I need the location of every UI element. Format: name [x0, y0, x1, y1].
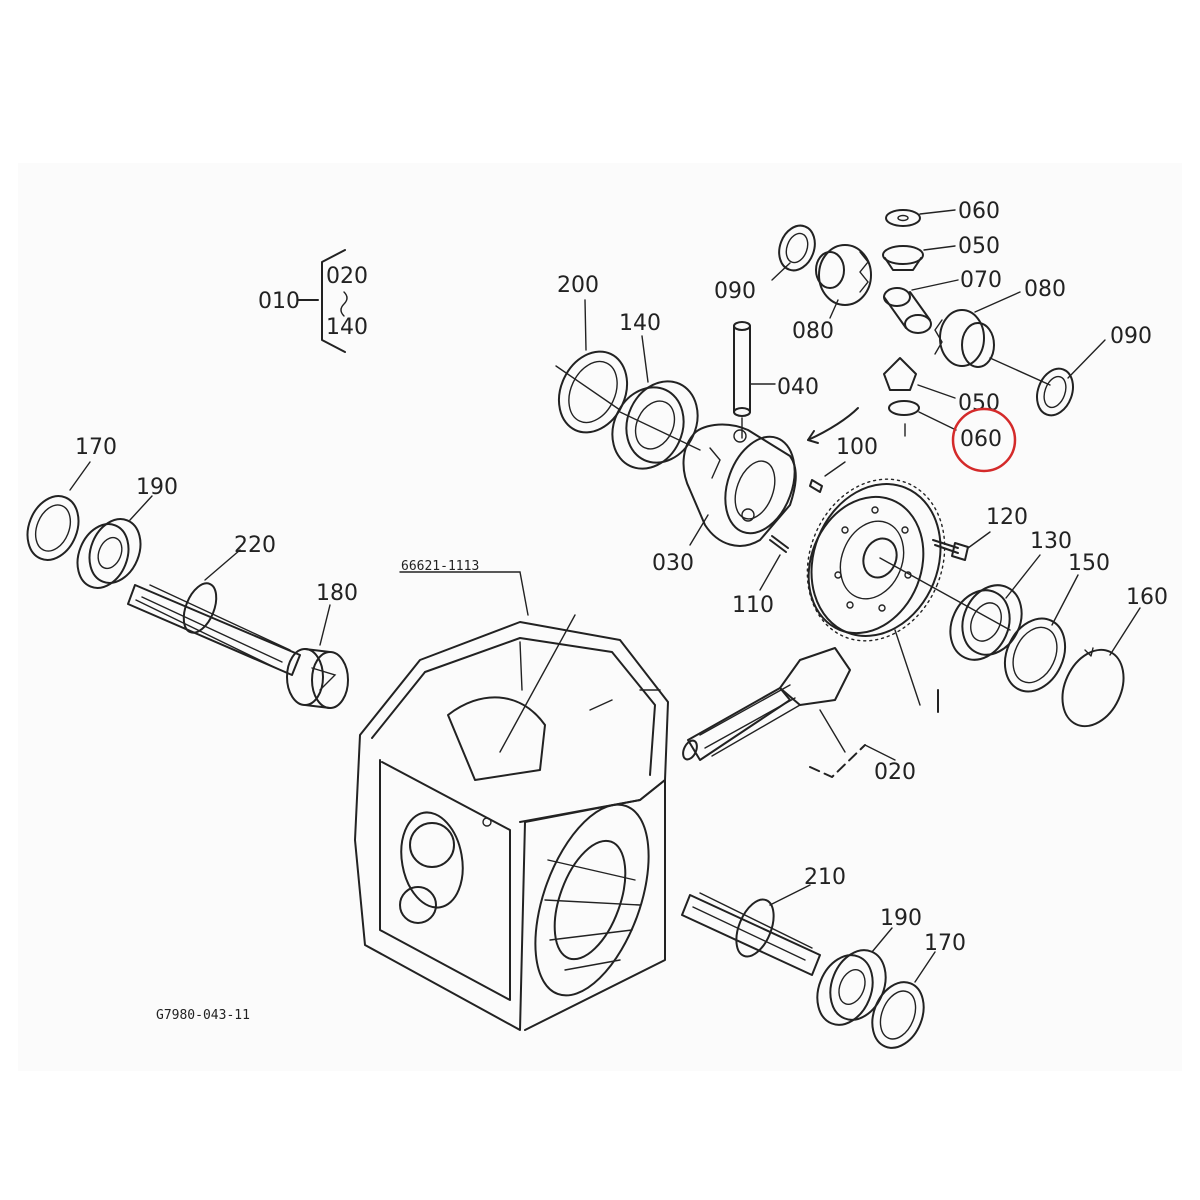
pinion-gear-top [882, 245, 956, 271]
callout-190-right: 190 [880, 906, 922, 931]
washer-170-left [26, 461, 91, 561]
callout-220: 220 [234, 533, 276, 558]
thrust-washer-right [1036, 339, 1106, 417]
shaft-210 [681, 884, 821, 976]
washer-170-right [871, 951, 936, 1049]
assembly-from-label: 020 [326, 264, 368, 289]
callout-060-top: 060 [958, 199, 1000, 224]
shaft-220 [127, 549, 301, 676]
callout-120: 120 [986, 505, 1028, 530]
side-gear-left [815, 244, 872, 319]
bolt-120 [932, 531, 991, 561]
pinion-gear-bottom [883, 357, 956, 399]
callout-030: 030 [652, 551, 694, 576]
callout-160: 160 [1126, 585, 1168, 610]
side-gear-right [934, 291, 1051, 386]
snap-ring-160 [1061, 607, 1141, 728]
callout-190-left: 190 [136, 475, 178, 500]
ring-gear [806, 478, 1011, 706]
callout-130: 130 [1030, 529, 1072, 554]
assembly-to-label: 140 [326, 315, 368, 340]
drawing-number: G7980-043-11 [156, 1008, 250, 1023]
callout-090-left: 090 [714, 279, 756, 304]
callout-140: 140 [619, 311, 661, 336]
callout-090-right: 090 [1110, 324, 1152, 349]
highlight-circle [951, 407, 1017, 473]
callout-080-right: 080 [1024, 277, 1066, 302]
callout-020: 020 [874, 760, 916, 785]
callout-040: 040 [777, 375, 819, 400]
pinion-washer-bottom [888, 400, 957, 437]
pinion-shaft-short [883, 279, 959, 334]
transmission-housing [354, 571, 669, 1031]
callout-050-top: 050 [958, 234, 1000, 259]
callout-050-bottom: 050 [958, 391, 1000, 416]
bearing-190-right [816, 927, 893, 1026]
callout-100: 100 [836, 435, 878, 460]
shim-150 [1003, 574, 1079, 693]
housing-part-number: 66621-1113 [401, 559, 479, 574]
callout-170-left: 170 [75, 435, 117, 460]
bevel-pinion-shaft [682, 647, 851, 761]
coupling-180 [286, 604, 349, 709]
callout-060-bottom: 060 [960, 427, 1002, 452]
callout-200: 200 [557, 273, 599, 298]
differential-case-030 [682, 407, 859, 547]
assembly-parent-label: 010 [258, 289, 300, 314]
assembly-bracket [297, 249, 348, 353]
pin-100 [809, 461, 846, 493]
callout-070: 070 [960, 268, 1002, 293]
callout-080-left: 080 [792, 319, 834, 344]
callout-150: 150 [1068, 551, 1110, 576]
callout-180: 180 [316, 581, 358, 606]
assembly-bracket-020 [809, 689, 939, 778]
pin-110 [759, 535, 789, 591]
callout-110: 110 [732, 593, 774, 618]
pinion-shaft-040 [733, 321, 776, 439]
bearing-190-left [76, 495, 153, 589]
thrust-washer-left [771, 224, 816, 281]
pinion-washer-top [885, 209, 956, 227]
callout-170-right: 170 [924, 931, 966, 956]
bearing-130 [949, 554, 1041, 661]
callout-210: 210 [804, 865, 846, 890]
